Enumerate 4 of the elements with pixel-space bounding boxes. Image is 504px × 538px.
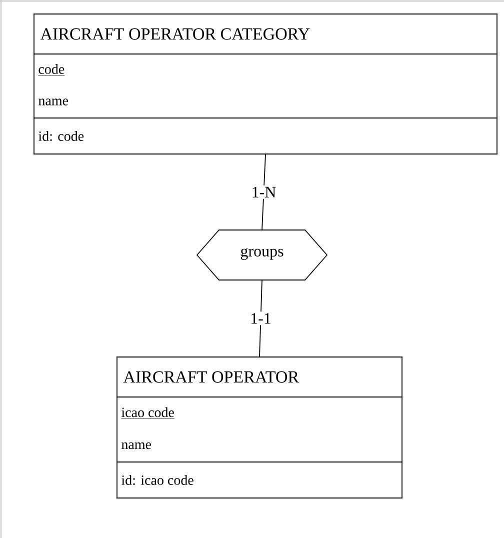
cardinality-label: 1-N bbox=[250, 185, 278, 199]
cardinality-label: 1-1 bbox=[248, 312, 273, 326]
entity-box: AIRCRAFT OPERATOR icao code name id: icao code bbox=[116, 356, 402, 498]
entity-box: AIRCRAFT OPERATOR CATEGORY code name id: code bbox=[34, 14, 498, 154]
